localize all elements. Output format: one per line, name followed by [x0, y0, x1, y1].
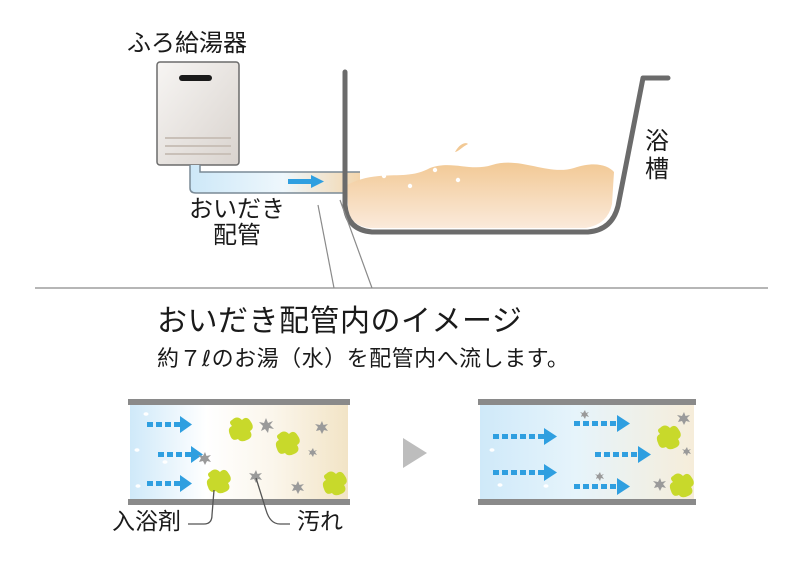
zoom-callout-lines — [35, 199, 768, 289]
transition-arrow-icon — [403, 438, 427, 468]
flow-arrow-icon — [147, 416, 203, 492]
heater-display-icon — [179, 75, 212, 81]
pipe-after-section — [478, 399, 696, 505]
bathtub — [342, 69, 671, 235]
additive-icon — [206, 417, 347, 496]
bath-additive-label: 入浴剤 — [112, 509, 181, 535]
callout-leaders — [188, 477, 290, 525]
heater-label: ふろ給湯器 — [127, 29, 247, 57]
pipe-label: おいだき 配管 — [189, 195, 285, 250]
water-heater — [156, 61, 240, 166]
dirt-icon — [580, 410, 691, 491]
section-title: おいだき配管内のイメージ — [157, 304, 523, 339]
section-subtitle: 約７ℓのお湯（水）を配管内へ流します。 — [157, 347, 570, 372]
bathtub-label: 浴槽 — [645, 127, 669, 183]
flow-arrow-icon — [288, 175, 324, 188]
pipe-before-section — [128, 399, 350, 505]
reheat-pipe-top — [189, 165, 360, 194]
dirt-icon — [198, 418, 328, 494]
dirt-label: 汚れ — [297, 509, 343, 535]
additive-icon — [656, 425, 694, 498]
flow-arrow-icon — [493, 415, 651, 495]
